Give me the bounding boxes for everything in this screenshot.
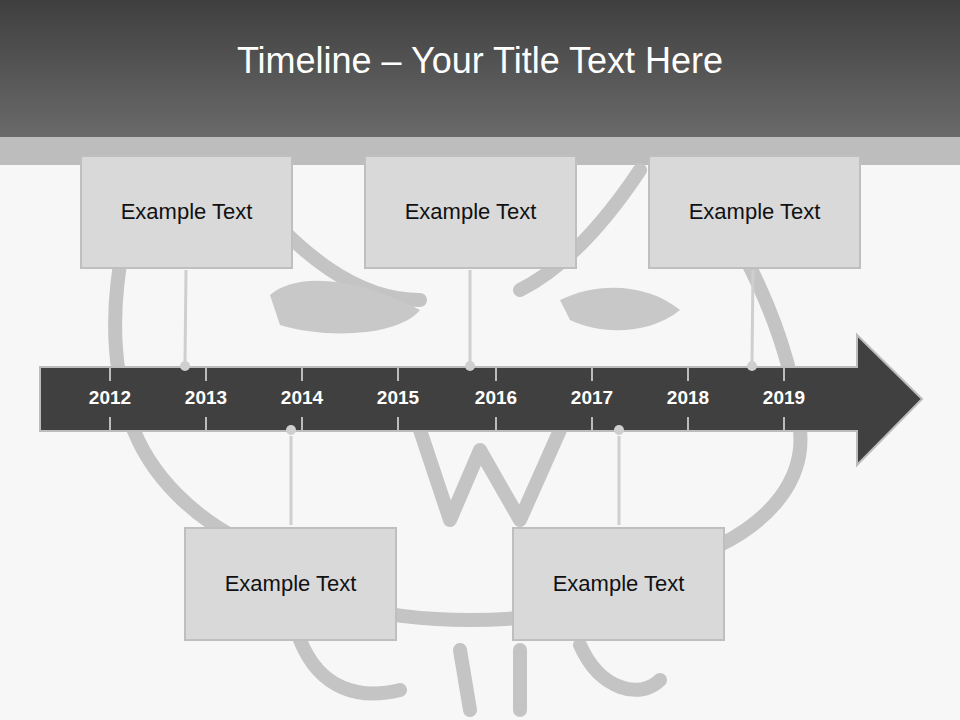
milestone-box: Example Text: [648, 155, 861, 269]
milestone-box: Example Text: [184, 527, 397, 641]
skull-eyes: [270, 281, 680, 334]
year-label: 2019: [763, 387, 805, 409]
year-label: 2012: [89, 387, 131, 409]
milestone-box: Example Text: [364, 155, 577, 269]
year-label: 2018: [667, 387, 709, 409]
milestone-text: Example Text: [121, 199, 253, 225]
slide-title: Timeline – Your Title Text Here: [0, 40, 960, 82]
milestone-text: Example Text: [225, 571, 357, 597]
year-label: 2015: [377, 387, 419, 409]
milestone-text: Example Text: [405, 199, 537, 225]
year-label: 2016: [475, 387, 517, 409]
header-band: [0, 0, 960, 137]
year-ticks: [110, 368, 784, 430]
timeline-arrow: [40, 335, 922, 465]
year-label: 2014: [281, 387, 323, 409]
milestone-text: Example Text: [553, 571, 685, 597]
milestone-dots: [180, 361, 757, 435]
milestone-box: Example Text: [80, 155, 293, 269]
year-label: 2017: [571, 387, 613, 409]
year-label: 2013: [185, 387, 227, 409]
milestone-text: Example Text: [689, 199, 821, 225]
milestone-box: Example Text: [512, 527, 725, 641]
